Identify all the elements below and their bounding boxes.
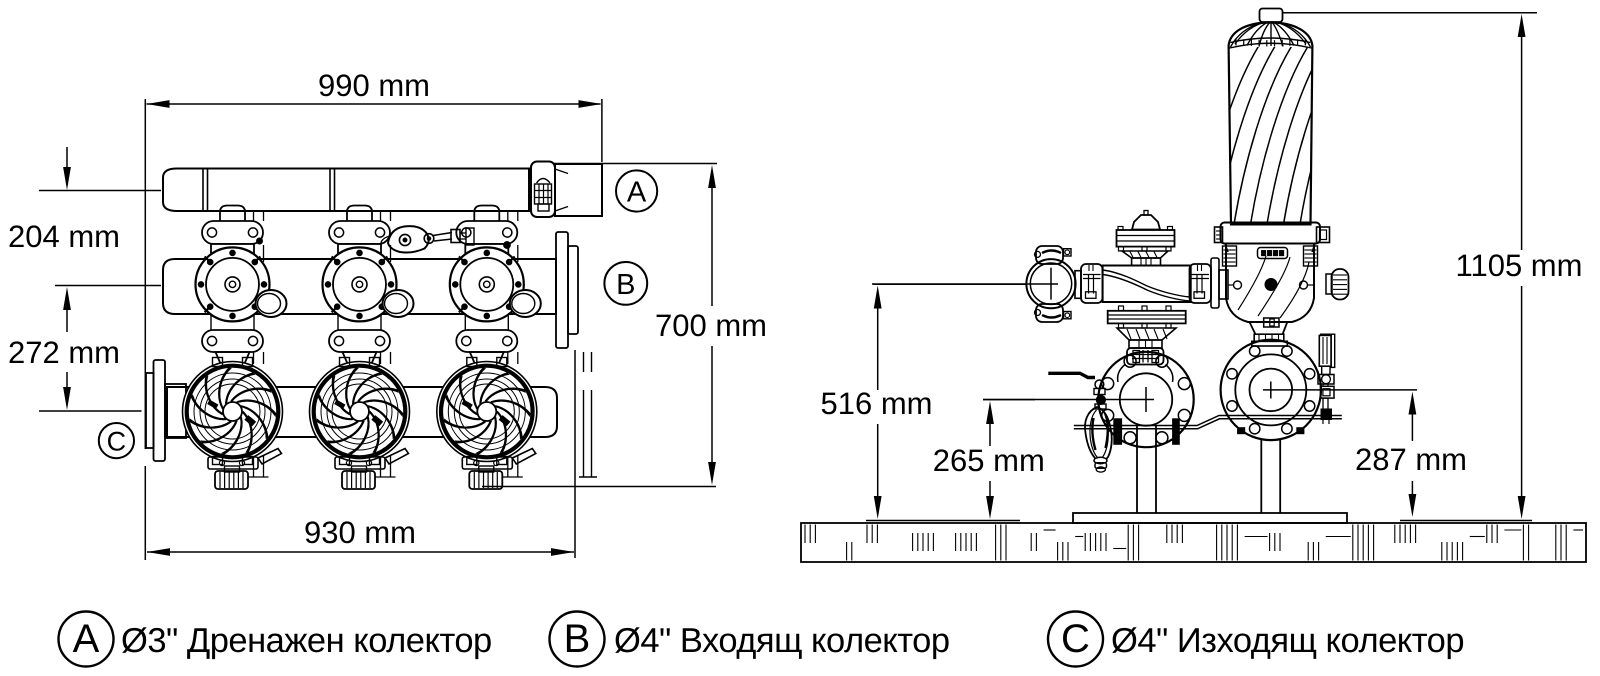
svg-text:C: C bbox=[107, 427, 127, 457]
svg-text:A: A bbox=[627, 177, 647, 209]
svg-text:265 mm: 265 mm bbox=[933, 443, 1045, 478]
svg-text:287 mm: 287 mm bbox=[1355, 442, 1467, 477]
svg-text:272 mm: 272 mm bbox=[8, 335, 120, 370]
svg-text:A: A bbox=[73, 617, 100, 661]
svg-text:990 mm: 990 mm bbox=[318, 68, 430, 103]
svg-text:B: B bbox=[564, 617, 591, 661]
svg-text:204 mm: 204 mm bbox=[8, 219, 120, 254]
svg-text:1105 mm: 1105 mm bbox=[1456, 248, 1583, 283]
svg-text:930 mm: 930 mm bbox=[304, 515, 416, 550]
svg-text:Ø4" Изходящ колектор: Ø4" Изходящ колектор bbox=[1111, 622, 1464, 660]
svg-text:Ø4" Входящ колектор: Ø4" Входящ колектор bbox=[614, 622, 950, 660]
svg-text:Ø3" Дренажен колектор: Ø3" Дренажен колектор bbox=[121, 622, 492, 660]
svg-text:B: B bbox=[616, 269, 635, 301]
svg-text:C: C bbox=[1061, 617, 1090, 661]
svg-text:700 mm: 700 mm bbox=[655, 308, 767, 343]
svg-text:516 mm: 516 mm bbox=[821, 386, 933, 421]
